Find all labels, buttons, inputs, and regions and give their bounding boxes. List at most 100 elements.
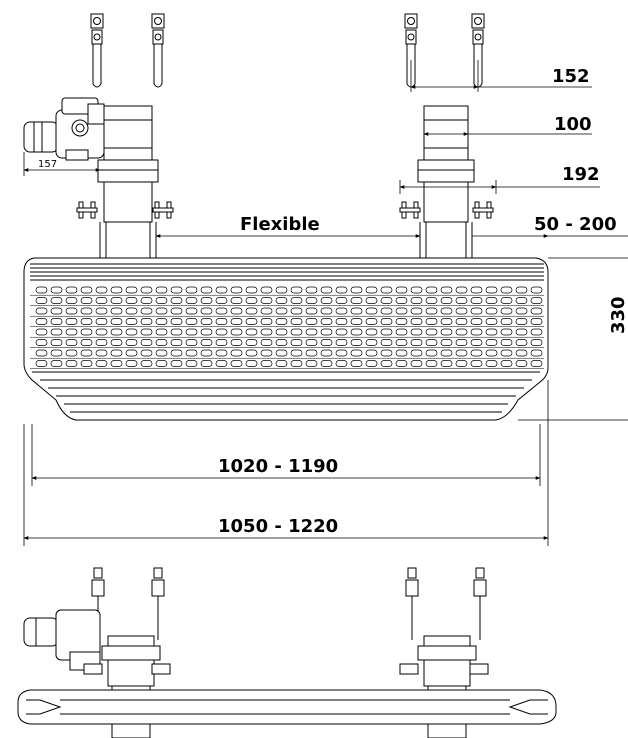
step-slot [515, 286, 528, 294]
step-slot [455, 339, 468, 346]
step-slot [500, 286, 513, 294]
step-slot [440, 339, 453, 346]
step-slot [470, 307, 483, 315]
step-slot [35, 360, 48, 367]
step-slot [215, 318, 228, 325]
step-slot [500, 339, 513, 346]
step-slot [410, 349, 423, 357]
step-slot [125, 286, 138, 294]
step-slot [110, 349, 123, 357]
step-slot [455, 360, 468, 367]
step-slot [170, 360, 183, 367]
step-slot [515, 297, 528, 304]
step-slot [155, 339, 168, 346]
step-slot [110, 360, 123, 367]
dim-330-label: 330 [608, 296, 628, 334]
step-slot [515, 307, 528, 315]
step-slot [440, 349, 453, 357]
step-slot [170, 339, 183, 346]
step-slot [215, 328, 228, 336]
step-slot [470, 360, 483, 367]
step-slot [455, 286, 468, 294]
step-slot [170, 286, 183, 294]
step-slot [95, 318, 108, 325]
step-slot [335, 286, 348, 294]
dim-inner-length-label: 1020 - 1190 [218, 456, 338, 477]
step-slot [290, 318, 303, 325]
step-slot [275, 328, 288, 336]
step-slot [485, 318, 498, 325]
step-slot [335, 297, 348, 304]
step-slot [470, 339, 483, 346]
step-slot [50, 297, 63, 304]
step-slot [140, 297, 153, 304]
step-slot [275, 360, 288, 367]
step-slot [185, 318, 198, 325]
step-slot [170, 349, 183, 357]
step-slot [170, 318, 183, 325]
step-slot [35, 297, 48, 304]
step-slot [50, 318, 63, 325]
step-slot [335, 360, 348, 367]
step-slot [275, 286, 288, 294]
step-slot [110, 297, 123, 304]
step-slot [230, 349, 243, 357]
step-slot [185, 286, 198, 294]
step-slot [410, 328, 423, 336]
step-slot [425, 328, 438, 336]
step-slot [425, 318, 438, 325]
step-slot [305, 349, 318, 357]
step-slot [350, 307, 363, 315]
step-slot [320, 328, 333, 336]
step-slot [290, 297, 303, 304]
step-slot [290, 339, 303, 346]
step-slot [530, 328, 543, 336]
step-slot [275, 297, 288, 304]
step-slot [305, 307, 318, 315]
step-slot [35, 349, 48, 357]
step-slot [425, 307, 438, 315]
step-slot [155, 328, 168, 336]
step-slot [470, 286, 483, 294]
step-slot [485, 328, 498, 336]
step-slot [95, 360, 108, 367]
step-slot [200, 339, 213, 346]
step-slot [515, 349, 528, 357]
side-view [17, 567, 557, 738]
step-slot [50, 339, 63, 346]
step-slot [50, 360, 63, 367]
step-slot [215, 349, 228, 357]
step-slot [365, 360, 378, 367]
step-slot-pattern [30, 286, 544, 369]
step-slot [35, 339, 48, 346]
step-slot [110, 286, 123, 294]
left-mount-assembly [76, 13, 174, 258]
step-slot [350, 360, 363, 367]
step-slot [500, 297, 513, 304]
step-slot [380, 297, 393, 304]
step-slot [80, 297, 93, 304]
step-slot [515, 360, 528, 367]
step-slot [65, 360, 78, 367]
step-slot [185, 328, 198, 336]
step-slot [65, 339, 78, 346]
step-slot [185, 360, 198, 367]
step-slot [500, 349, 513, 357]
step-slot [455, 328, 468, 336]
step-slot [95, 307, 108, 315]
step-slot [455, 349, 468, 357]
step-slot [425, 286, 438, 294]
step-slot [200, 307, 213, 315]
step-slot [530, 360, 543, 367]
step-slot [290, 360, 303, 367]
step-slot [215, 339, 228, 346]
step-slot [380, 360, 393, 367]
step-slot [260, 286, 273, 294]
step-slot [470, 328, 483, 336]
step-slot [410, 318, 423, 325]
step-slot [275, 318, 288, 325]
step-slot [245, 349, 258, 357]
step-slot [215, 286, 228, 294]
step-slot [305, 318, 318, 325]
